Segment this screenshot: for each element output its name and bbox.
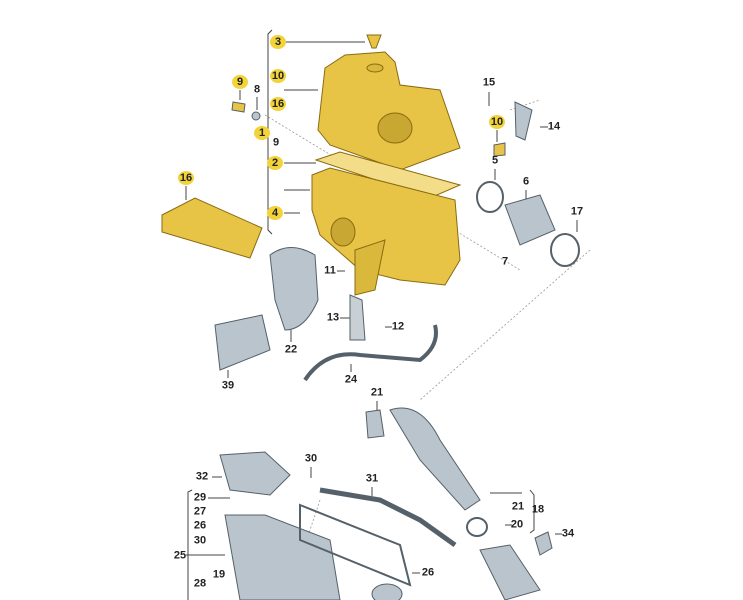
callout-label: 18 (531, 503, 545, 516)
upper-housing (317, 34, 461, 171)
callout-label: 39 (221, 379, 235, 392)
callout-label: 28 (193, 577, 207, 590)
callout-label: 3 (270, 35, 286, 49)
callout-label: 16 (270, 97, 286, 111)
dashed-guides (264, 99, 591, 561)
callout-label: 25 (173, 549, 187, 562)
callout-label: 27 (193, 505, 207, 518)
callout-label: 5 (491, 154, 499, 167)
callout-label: 10 (270, 69, 286, 83)
callout-label: 11 (324, 264, 336, 277)
callout-label: 2 (267, 156, 283, 170)
callout-label: 31 (365, 472, 379, 485)
callout-label: 15 (482, 76, 496, 89)
callout-label: 32 (195, 470, 209, 483)
callout-label: 19 (212, 568, 226, 581)
callout-label: 22 (284, 343, 298, 356)
callout-label: 34 (561, 527, 575, 540)
callout-label: 21 (511, 500, 525, 513)
callout-label: 20 (510, 518, 524, 531)
callout-label: 14 (547, 120, 561, 133)
callout-label: 13 (326, 311, 340, 324)
callout-label: 4 (267, 206, 283, 220)
callout-label: 30 (193, 534, 207, 547)
callout-label: 29 (193, 491, 207, 504)
callout-label: 24 (344, 373, 358, 386)
callout-label: 17 (570, 205, 584, 218)
callout-label: 6 (522, 175, 530, 188)
callout-label: 16 (178, 171, 194, 185)
callout-label: 12 (391, 320, 405, 333)
callout-label: 7 (501, 255, 509, 268)
callout-label: 9 (232, 75, 248, 89)
callout-label: 26 (193, 519, 207, 532)
metal-parts (214, 101, 580, 600)
callout-label: 1 (254, 126, 270, 140)
callout-label: 30 (304, 452, 318, 465)
callout-label: 10 (489, 115, 505, 129)
callout-label: 21 (370, 386, 384, 399)
callout-label: 8 (253, 83, 261, 96)
callout-label: 26 (421, 566, 435, 579)
callout-label: 9 (272, 136, 280, 149)
lower-housing (161, 167, 461, 296)
leader-lines (185, 29, 578, 600)
